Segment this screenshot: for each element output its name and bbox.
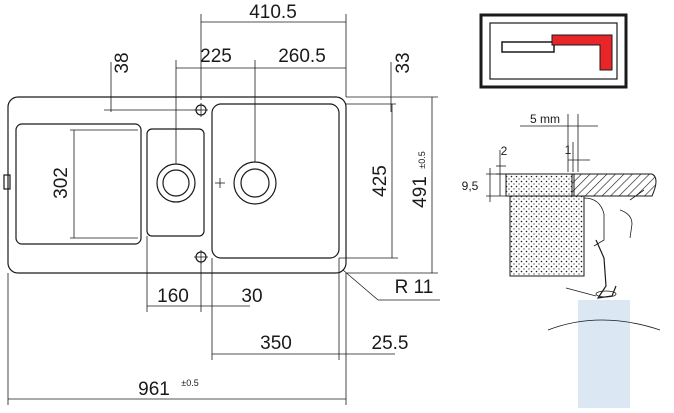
dim-491-tol: ±0.5 (417, 151, 427, 168)
dim-25: 25.5 (372, 333, 409, 354)
dim-33: 33 (393, 52, 414, 73)
section-gap: 5 mm (530, 112, 560, 126)
main-bowl (211, 103, 340, 259)
dim-350: 350 (260, 333, 292, 354)
drainer-area (15, 123, 142, 245)
watermark (578, 300, 630, 408)
section-d2: 2 (501, 144, 508, 158)
section-d95: 9,5 (462, 179, 479, 193)
mounting-type-icon (479, 13, 628, 89)
dim-410: 410.5 (249, 2, 297, 23)
dim-30: 30 (241, 286, 262, 307)
dim-961-tol: ±0.5 (181, 378, 198, 388)
sink-outline (7, 96, 347, 274)
dim-r11: R 11 (395, 277, 434, 298)
dimension-lines (7, 14, 440, 405)
watermark-arc (547, 319, 661, 331)
dim-38: 38 (112, 52, 133, 73)
dim-225: 225 (200, 46, 232, 67)
dim-302: 302 (51, 167, 72, 199)
dim-260: 260.5 (278, 46, 326, 67)
dim-160: 160 (157, 286, 189, 307)
main-bowl-drain (233, 161, 277, 205)
cross-section (486, 114, 657, 299)
dim-425: 425 (370, 165, 391, 197)
dim-491: 491 (410, 176, 431, 208)
section-d1: 1 (565, 143, 572, 157)
dim-961: 961 (138, 379, 170, 400)
small-bowl (146, 128, 205, 237)
